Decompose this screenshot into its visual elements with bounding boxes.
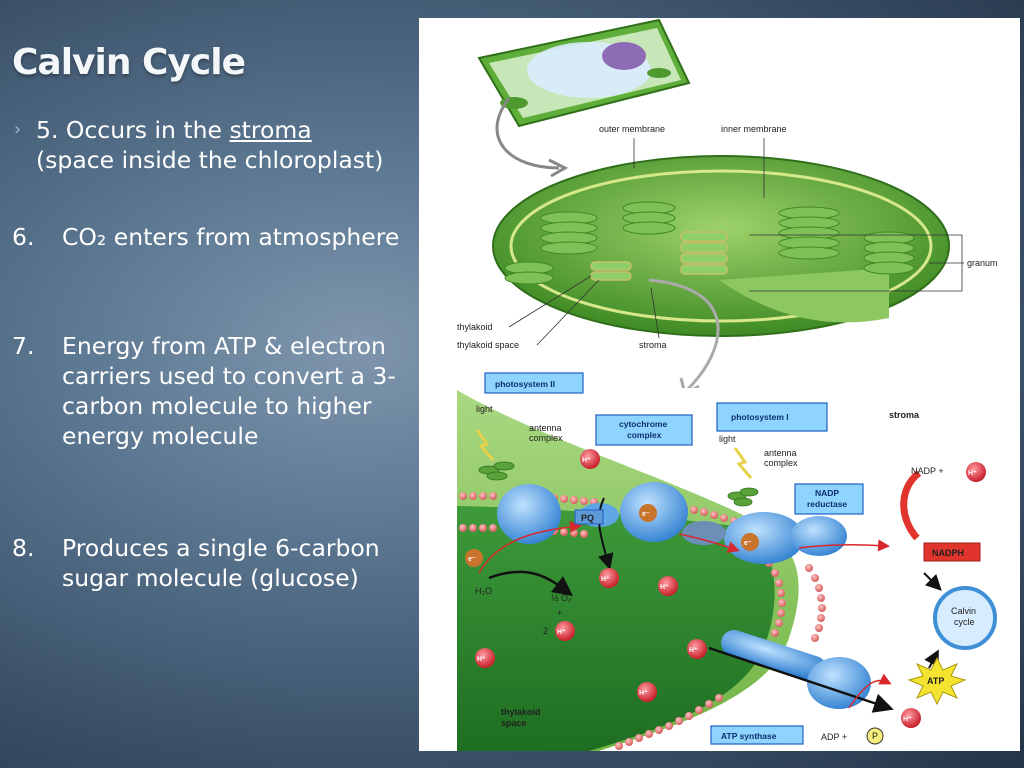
o2-label: ½ O₂ (551, 593, 572, 603)
list-number: 6. (12, 223, 35, 251)
plus-label: + (557, 608, 562, 618)
stroma-bold-label: stroma (889, 410, 920, 420)
nadp-reductase-protein (791, 516, 847, 556)
zoom-arrow-icon (495, 97, 560, 170)
list-text: Produces a single 6-carbon sugar molecul… (62, 534, 380, 592)
atp-synthase-box (710, 725, 804, 745)
svg-text:e⁻: e⁻ (642, 511, 650, 518)
cytochrome-label-1: cytochrome (619, 419, 667, 429)
inner-membrane-label: inner membrane (721, 124, 787, 134)
thylakoid-space-label: thylakoid space (457, 340, 519, 350)
stroma-label: stroma (639, 340, 667, 350)
thylakoid-label: thylakoid (457, 322, 493, 332)
nadp-reductase-label-2: reductase (807, 499, 847, 509)
nadp-reductase-label-1: NADP (815, 488, 839, 498)
nadp-plus-label: NADP + (911, 466, 944, 476)
svg-text:H⁺: H⁺ (557, 629, 566, 636)
calvin-label-2: cycle (954, 617, 975, 627)
svg-text:H⁺: H⁺ (582, 457, 591, 464)
granum-label: granum (967, 258, 998, 268)
calvin-cycle-icon (933, 586, 997, 650)
chloroplast-diagram: outer membrane inner membrane granum thy… (419, 18, 1020, 751)
light-reactions-illustration (457, 388, 922, 751)
list-number: 7. (12, 332, 35, 360)
svg-text:e⁻: e⁻ (468, 556, 476, 563)
svg-text:H⁺: H⁺ (689, 647, 698, 654)
photosystem-ii-box (484, 372, 584, 394)
light-label-1: light (476, 404, 493, 414)
list-item-8: 8. Produces a single 6-carbon sugar mole… (12, 533, 404, 593)
chloroplast-illustration (492, 155, 950, 337)
atp-label: ATP (927, 676, 944, 686)
adp-plus-label: ADP + (821, 732, 847, 742)
svg-text:H⁺: H⁺ (477, 656, 486, 663)
list-item-6: 6. CO₂ enters from atmosphere (12, 222, 404, 252)
photosystem-i-box (716, 402, 828, 432)
thylakoid-space-bold-2: space (501, 718, 527, 728)
cytochrome-box (595, 414, 693, 446)
atp-star-icon (907, 656, 967, 706)
bullet-stroma: › 5. Occurs in the stroma(space inside t… (14, 115, 404, 175)
bullet-arrow-icon: › (14, 119, 22, 140)
antenna-label-2a: antenna (764, 448, 797, 458)
list-item-7: 7. Energy from ATP & electron carriers u… (12, 331, 404, 451)
svg-text:H⁺: H⁺ (903, 716, 912, 723)
svg-text:H⁺: H⁺ (660, 584, 669, 591)
svg-text:H⁺: H⁺ (968, 470, 977, 477)
photosystem-ii-label: photosystem II (495, 379, 555, 389)
slide-title: Calvin Cycle (12, 42, 246, 83)
h-ion-group: H⁺ H⁺ H⁺ H⁺ H⁺ H⁺ H⁺ H⁺ H⁺ (475, 449, 986, 728)
svg-text:e⁻: e⁻ (744, 540, 752, 547)
plant-cell-illustration (477, 18, 691, 128)
nadph-box (923, 542, 981, 562)
stroma-link[interactable]: stroma (229, 116, 312, 144)
svg-text:H⁺: H⁺ (639, 690, 648, 697)
light-bolt-icon (475, 429, 495, 461)
atp-synthase-label: ATP synthase (721, 731, 777, 741)
photosystem-ii-protein (497, 484, 561, 544)
atp-synthase-protein (708, 630, 894, 713)
photosystem-i-label: photosystem I (731, 412, 789, 422)
bullet5-prefix: 5. Occurs in the (36, 116, 230, 144)
bullet5-rest: (space inside the chloroplast) (36, 146, 384, 174)
zoom-arrow-icon-2 (648, 278, 720, 392)
light-bolt-icon-2 (733, 447, 753, 479)
cytochrome-label-2: complex (627, 430, 662, 440)
phosphate-label: P (872, 731, 878, 741)
pq-label: PQ (581, 513, 594, 523)
thylakoid-space-bold-1: thylakoid (501, 707, 541, 717)
svg-text:H⁺: H⁺ (601, 576, 610, 583)
photosystem-i-protein (724, 512, 804, 564)
antenna-label-2b: complex (764, 458, 798, 468)
two-label: 2 (543, 626, 548, 636)
electron-group: e⁻ e⁻ e⁻ (465, 504, 759, 567)
outer-membrane-label: outer membrane (599, 124, 665, 134)
list-text: CO₂ enters from atmosphere (62, 223, 400, 251)
antenna-label-1b: complex (529, 433, 563, 443)
antenna-label-1a: antenna (529, 423, 562, 433)
calvin-label-1: Calvin (951, 606, 976, 616)
list-text: Energy from ATP & electron carriers used… (62, 332, 396, 450)
light-label-2: light (719, 434, 736, 444)
nadp-reductase-box (794, 483, 864, 515)
h2o-label: H₂O (475, 586, 492, 596)
nadph-label: NADPH (932, 548, 964, 558)
nadp-arrow-icon (900, 470, 922, 541)
list-number: 8. (12, 534, 35, 562)
